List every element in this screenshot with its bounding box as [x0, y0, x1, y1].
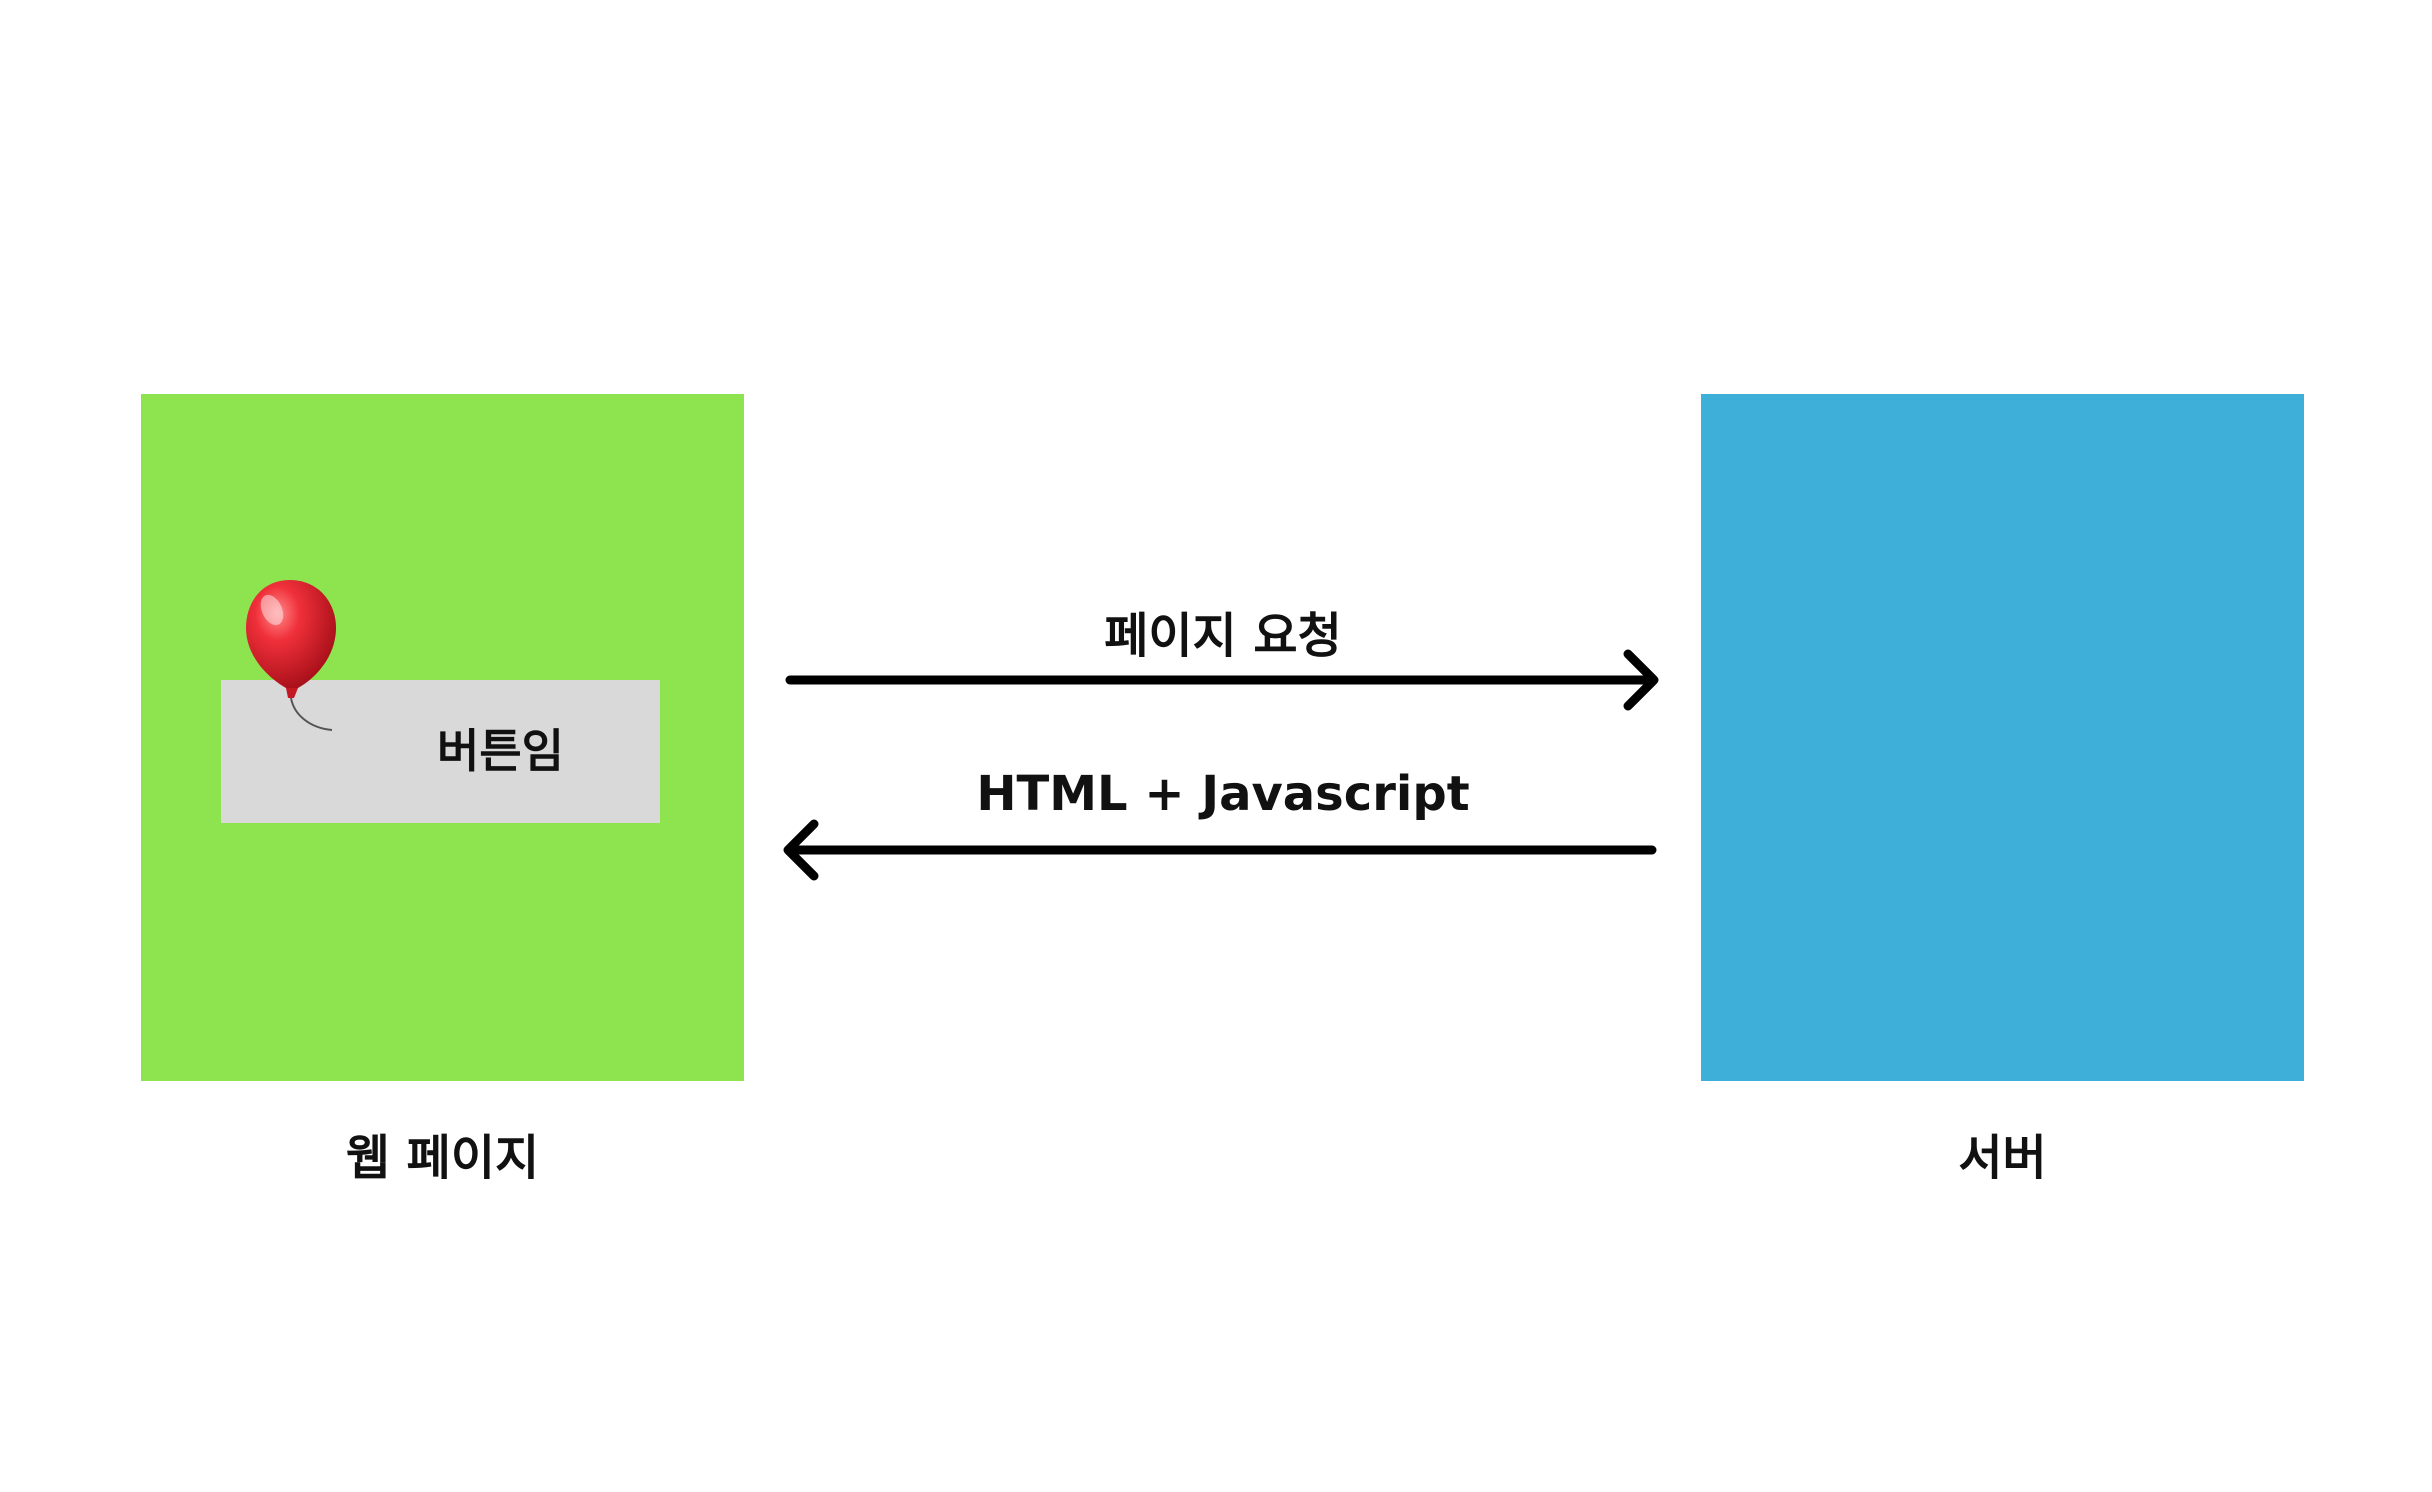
button-box[interactable]: 버튼임 — [221, 680, 660, 823]
request-arrow-label: 페이지 요청 — [1104, 608, 1342, 664]
response-arrow-label: HTML + Javascript — [976, 766, 1470, 822]
button-label: 버튼임 — [437, 724, 564, 778]
webpage-caption: 웹 페이지 — [345, 1130, 540, 1186]
response-arrow — [783, 819, 1657, 881]
server-caption: 서버 — [1958, 1130, 2047, 1186]
server-box — [1701, 394, 2304, 1081]
balloon-icon — [246, 580, 336, 731]
